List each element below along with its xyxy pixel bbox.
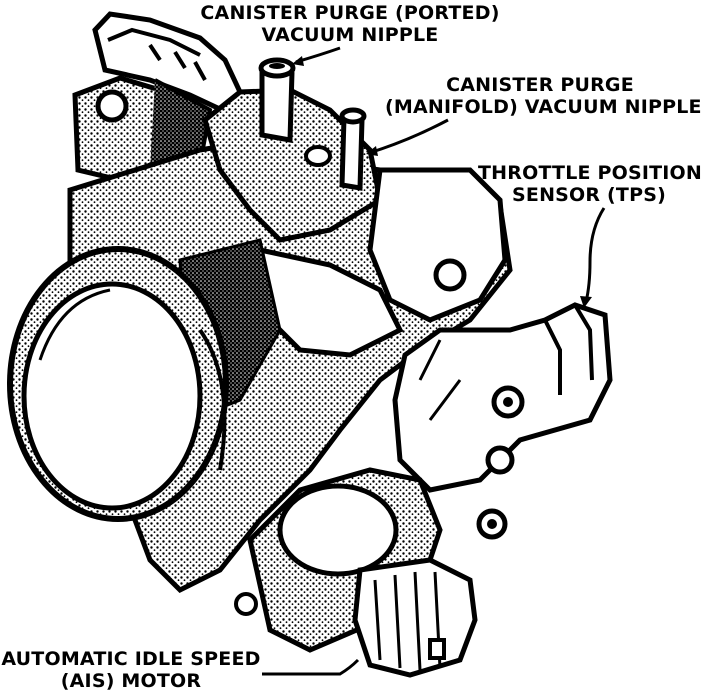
leader-tps [584,207,606,303]
ported-vacuum-nipple [258,57,296,143]
label-ported-line2: VACUUM NIPPLE [261,24,439,46]
label-tps-line2: SENSOR (TPS) [512,184,666,206]
label-ported-line1: CANISTER PURGE (PORTED) [200,2,500,24]
arrow-manifold-nipple [366,146,378,156]
leader-manifold-nipple [371,118,449,154]
label-ais-motor: AUTOMATIC IDLE SPEED (AIS) MOTOR [0,648,262,692]
label-manifold-vacuum-nipple: CANISTER PURGE (MANIFOLD) VACUUM NIPPLE [385,74,702,118]
label-ais-line2: (AIS) MOTOR [60,670,202,692]
label-ported-vacuum-nipple: CANISTER PURGE (PORTED) VACUUM NIPPLE [200,2,500,46]
ais-motor [234,467,478,678]
label-manifold-line2: (MANIFOLD) VACUUM NIPPLE [385,96,702,118]
manifold-vacuum-nipple [339,107,367,191]
upper-bracket [72,11,244,183]
arrow-tps [580,296,592,308]
leader-ais-motor [262,658,360,676]
label-ais-line1: AUTOMATIC IDLE SPEED [1,648,261,670]
arrow-ported-nipple [292,56,304,66]
leader-lines [262,46,606,676]
label-throttle-position-sensor: THROTTLE POSITION SENSOR (TPS) [478,162,703,206]
throttle-bore [7,246,229,522]
throttle-position-sensor [392,302,613,540]
label-tps-line1: THROTTLE POSITION [478,162,703,184]
label-manifold-line1: CANISTER PURGE [446,74,634,96]
